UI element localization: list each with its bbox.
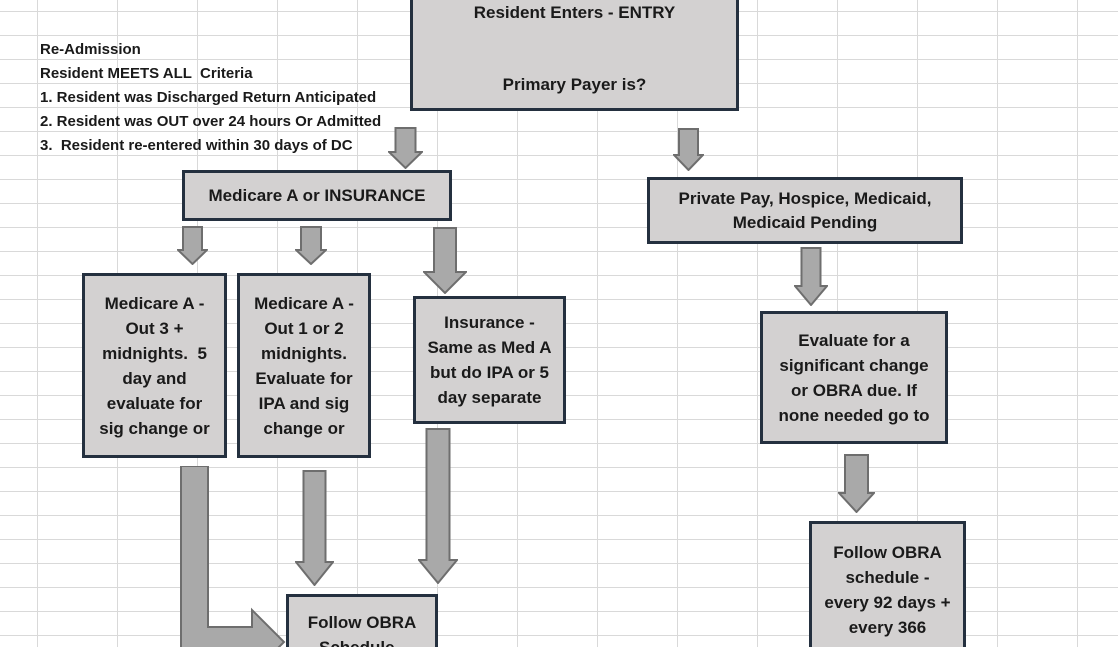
node-medicare-or-insurance-label: Medicare A or INSURANCE <box>208 186 426 205</box>
node-medicare-out-1-2: Medicare A - Out 1 or 2 midnights. Evalu… <box>237 273 371 458</box>
arrow-medicare-to-out3-icon <box>177 226 208 265</box>
arrow-out3-to-obra-elbow-icon <box>180 466 286 647</box>
node-private-pay: Private Pay, Hospice, Medicaid, Medicaid… <box>647 177 963 244</box>
node-insurance: Insurance - Same as Med A but do IPA or … <box>413 296 566 424</box>
node-resident-enters: Resident Enters - ENTRY Primary Payer is… <box>410 0 739 111</box>
readmission-criteria-note: Re-Admission Resident MEETS ALL Criteria… <box>40 41 382 154</box>
arrow-privatepay-to-evaluate-icon <box>794 247 828 306</box>
node-insurance-label: Insurance - Same as Med A but do IPA or … <box>427 313 552 407</box>
node-medicare-out-3-label: Medicare A - Out 3 + midnights. 5 day an… <box>99 293 210 438</box>
node-evaluate-change: Evaluate for a significant change or OBR… <box>760 311 948 444</box>
node-medicare-out-3: Medicare A - Out 3 + midnights. 5 day an… <box>82 273 227 458</box>
entry-title: Resident Enters - ENTRY <box>473 3 676 22</box>
node-evaluate-change-label: Evaluate for a significant change or OBR… <box>778 330 930 425</box>
node-private-pay-label: Private Pay, Hospice, Medicaid, Medicaid… <box>678 188 932 232</box>
arrow-insurance-to-obra-icon <box>418 428 458 584</box>
arrow-medicare-to-out12-icon <box>295 226 327 265</box>
node-medicare-out-1-2-label: Medicare A - Out 1 or 2 midnights. Evalu… <box>254 293 354 438</box>
arrow-entry-to-privatepay-icon <box>673 128 704 171</box>
node-medicare-or-insurance: Medicare A or INSURANCE <box>182 170 452 221</box>
entry-question: Primary Payer is? <box>502 75 647 94</box>
arrow-medicare-to-insurance-icon <box>423 227 467 294</box>
node-follow-obra-bottom-label: Follow OBRA Schedule - <box>307 613 417 647</box>
arrow-evaluate-to-obra-icon <box>838 454 875 513</box>
node-follow-obra-bottom: Follow OBRA Schedule - <box>286 594 438 647</box>
arrow-out12-to-obra-icon <box>295 470 334 586</box>
node-follow-obra-right-label: Follow OBRA schedule - every 92 days + e… <box>824 543 951 637</box>
arrow-entry-to-medicare-icon <box>388 127 423 169</box>
node-follow-obra-right: Follow OBRA schedule - every 92 days + e… <box>809 521 966 647</box>
